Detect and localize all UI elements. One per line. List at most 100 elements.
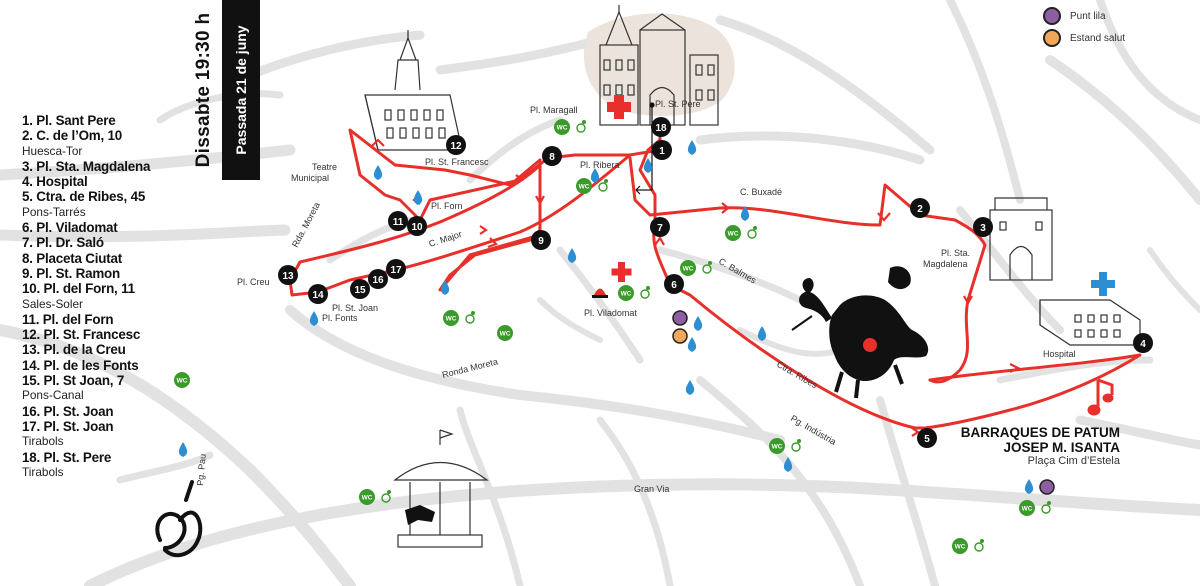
wc-icon[interactable]: WC: [680, 260, 696, 276]
accessible-icon: [974, 539, 985, 552]
estand-salut-marker[interactable]: [672, 328, 688, 344]
svg-text:14: 14: [312, 290, 324, 301]
route-stop-performer: Pons-Tarrés: [22, 204, 86, 219]
route-stop-name: 17. Pl. St. Joan: [22, 418, 114, 434]
stop-marker[interactable]: 11: [388, 211, 408, 231]
water-drop-icon: [373, 165, 383, 180]
health-cross-icon: [1091, 272, 1115, 296]
svg-text:3: 3: [980, 223, 986, 234]
wc-icon[interactable]: WC: [554, 119, 570, 135]
route-stop-performer: Tirabols: [22, 434, 64, 449]
stop-marker[interactable]: 5: [917, 428, 937, 448]
svg-text:4: 4: [1140, 339, 1146, 350]
banner-event: Passada 21 de juny: [222, 0, 260, 180]
svg-text:WC: WC: [362, 495, 373, 502]
route-stop-name: 6. Pl. Viladomat: [22, 220, 118, 236]
accessible-icon: [747, 225, 758, 239]
wc-icon[interactable]: WC: [497, 325, 513, 341]
stop-marker[interactable]: 17: [386, 259, 406, 279]
route-stop-item: 12. Pl. St. Francesc: [22, 327, 192, 342]
route-stop-name: 18. Pl. St. Pere: [22, 449, 112, 465]
svg-text:Pl. Viladomat: Pl. Viladomat: [584, 308, 637, 318]
route-stop-name: 9. Pl. St. Ramon: [22, 265, 120, 281]
stop-marker[interactable]: 2: [910, 198, 930, 218]
stop-marker[interactable]: 15: [350, 279, 370, 299]
svg-text:WC: WC: [728, 231, 739, 238]
water-drop-icon: [643, 158, 653, 173]
stop-marker[interactable]: 7: [650, 217, 670, 237]
route-stop-performer: Pons-Canal: [22, 388, 84, 403]
route-stop-item: 3. Pl. Sta. Magdalena: [22, 159, 192, 174]
stop-marker[interactable]: 12: [446, 135, 466, 155]
svg-text:Pl. Fonts: Pl. Fonts: [322, 313, 358, 323]
route-stop-performer: Tirabols: [22, 464, 64, 479]
accessible-icon: [576, 119, 587, 133]
legend-label: Estand salut: [1070, 32, 1126, 44]
svg-text:Pl. St. Joan: Pl. St. Joan: [332, 303, 378, 313]
route-stop-name: 5. Ctra. de Ribes, 45: [22, 189, 146, 205]
wc-icon[interactable]: WC: [769, 438, 785, 454]
route-stop-item: 13. Pl. de la Creu: [22, 342, 192, 357]
route-stop-item: 8. Placeta Ciutat: [22, 251, 192, 266]
water-drop-icon: [757, 326, 767, 341]
accessible-icon: [640, 286, 651, 299]
route-stop-name: 15. Pl. St Joan, 7: [22, 373, 125, 389]
water-drop-icon: [590, 168, 600, 183]
water-drop-icon: [567, 248, 577, 263]
svg-text:6: 6: [671, 280, 677, 291]
punt-lila-icon: [1043, 7, 1061, 25]
svg-text:1: 1: [659, 146, 665, 157]
estand-salut-icon: [1043, 29, 1061, 47]
route-stop-name: 7. Pl. Dr. Saló: [22, 235, 104, 251]
water-drop-icon: [687, 140, 697, 155]
stop-marker[interactable]: 14: [308, 284, 328, 304]
route-stop-item: 11. Pl. del Forn: [22, 312, 192, 327]
wc-icon[interactable]: WC: [174, 372, 190, 388]
stop-marker[interactable]: 10: [407, 216, 427, 236]
stop-marker[interactable]: 13: [278, 265, 298, 285]
water-points: [178, 140, 1034, 494]
svg-text:Pl. Forn: Pl. Forn: [431, 201, 463, 211]
stop-marker[interactable]: 3: [973, 217, 993, 237]
event-banner: Dissabte 19:30 h Passada 21 de juny: [185, 0, 263, 180]
stop-marker[interactable]: 4: [1133, 333, 1153, 353]
wc-icon[interactable]: WC: [443, 310, 459, 326]
stop-marker[interactable]: 18: [651, 117, 671, 137]
carousel-icon: [393, 429, 489, 548]
wc-icon[interactable]: WC: [1019, 500, 1035, 516]
first-aid-cross-icon: [611, 262, 632, 282]
accessible-icon: [791, 439, 802, 452]
accessible-icon: [465, 311, 476, 324]
stop-marker[interactable]: 1: [652, 140, 672, 160]
wc-icon[interactable]: WC: [359, 489, 375, 505]
punt-lila-marker[interactable]: [672, 310, 688, 326]
route-direction-arrows: [371, 138, 1021, 437]
wc-icon[interactable]: WC: [576, 178, 592, 194]
bonfire-logo-icon: [155, 480, 203, 558]
svg-text:Pl. St. Francesc: Pl. St. Francesc: [425, 157, 489, 167]
punt-lila-marker[interactable]: [1039, 479, 1055, 495]
stop-marker[interactable]: 6: [664, 274, 684, 294]
svg-text:Pl. Ribera: Pl. Ribera: [580, 160, 620, 170]
wc-icon[interactable]: WC: [618, 285, 634, 301]
route-stop-name: 10. Pl. del Forn, 11: [22, 281, 135, 297]
water-drop-icon: [440, 280, 450, 295]
barraques-label: BARRAQUES DE PATUM JOSEP M. ISANTA Plaça…: [960, 425, 1120, 467]
svg-text:C. Major: C. Major: [428, 229, 463, 249]
svg-text:Pg. Pau: Pg. Pau: [195, 453, 208, 486]
svg-text:11: 11: [393, 217, 404, 228]
stop-marker[interactable]: 16: [368, 269, 388, 289]
svg-text:Gran Via: Gran Via: [634, 484, 669, 494]
stop-marker[interactable]: 9: [531, 230, 551, 250]
svg-text:2: 2: [917, 204, 923, 215]
wc-icon[interactable]: WC: [952, 538, 968, 554]
route-stop-name: 1. Pl. Sant Pere: [22, 113, 116, 128]
svg-text:18: 18: [655, 123, 667, 134]
route-stop-name: 8. Placeta Ciutat: [22, 250, 123, 266]
stop-marker[interactable]: 8: [542, 146, 562, 166]
wc-icon[interactable]: WC: [725, 225, 741, 241]
